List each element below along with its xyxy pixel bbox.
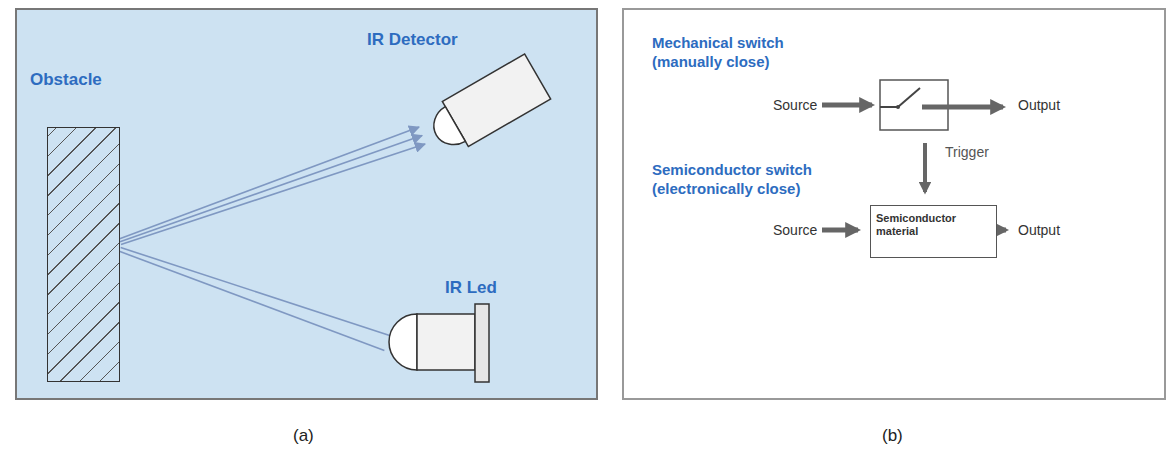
- switch-heading: Semiconductor switch (electronically clo…: [652, 160, 842, 198]
- node-label: (b): [882, 426, 903, 446]
- ir-ray: [119, 127, 425, 244]
- signal-name: Source: [773, 222, 817, 240]
- signal-name: Output: [1018, 222, 1060, 240]
- signal-name: Trigger: [945, 144, 989, 162]
- led-body: [417, 314, 475, 370]
- source-arrow: [822, 228, 858, 233]
- ray-line: [121, 248, 390, 336]
- switch-blade: [898, 88, 920, 107]
- detector-symbol: [422, 52, 562, 162]
- ir-ray: [119, 248, 389, 351]
- ray-line: [119, 127, 419, 239]
- panel-a-ground: [15, 8, 598, 400]
- node-label: IR Led: [445, 278, 497, 298]
- signal-name: Source: [773, 97, 817, 115]
- led-dome: [389, 314, 417, 370]
- ir-led: IR Led: [387, 300, 505, 386]
- panel: (a)ObstacleIR DetectorIR Led: [15, 8, 598, 400]
- ray-line: [121, 144, 425, 244]
- node-label: Obstacle: [30, 70, 102, 90]
- panel-b-ground: [622, 8, 1166, 400]
- node-label: (a): [293, 426, 314, 446]
- switch-terminal: [880, 106, 898, 108]
- switch-heading: Mechanical switch (manually close): [652, 33, 812, 71]
- box-text: Semiconductor material: [876, 212, 991, 238]
- led-flange: [475, 304, 489, 382]
- ray-line: [120, 136, 422, 242]
- ray-line: [119, 251, 384, 350]
- output-arrow: [922, 105, 1003, 110]
- ir-detector: IR Detector: [422, 52, 562, 162]
- obstacle: Obstacle: [47, 127, 120, 382]
- semiconductor-box: Semiconductor material: [870, 205, 997, 258]
- led-symbol: [387, 300, 505, 386]
- signal-name: Output: [1018, 97, 1060, 115]
- trigger-arrow: [923, 143, 927, 192]
- node-label: IR Detector: [367, 30, 458, 50]
- source-arrow: [822, 103, 872, 108]
- detector-lens: [426, 107, 465, 153]
